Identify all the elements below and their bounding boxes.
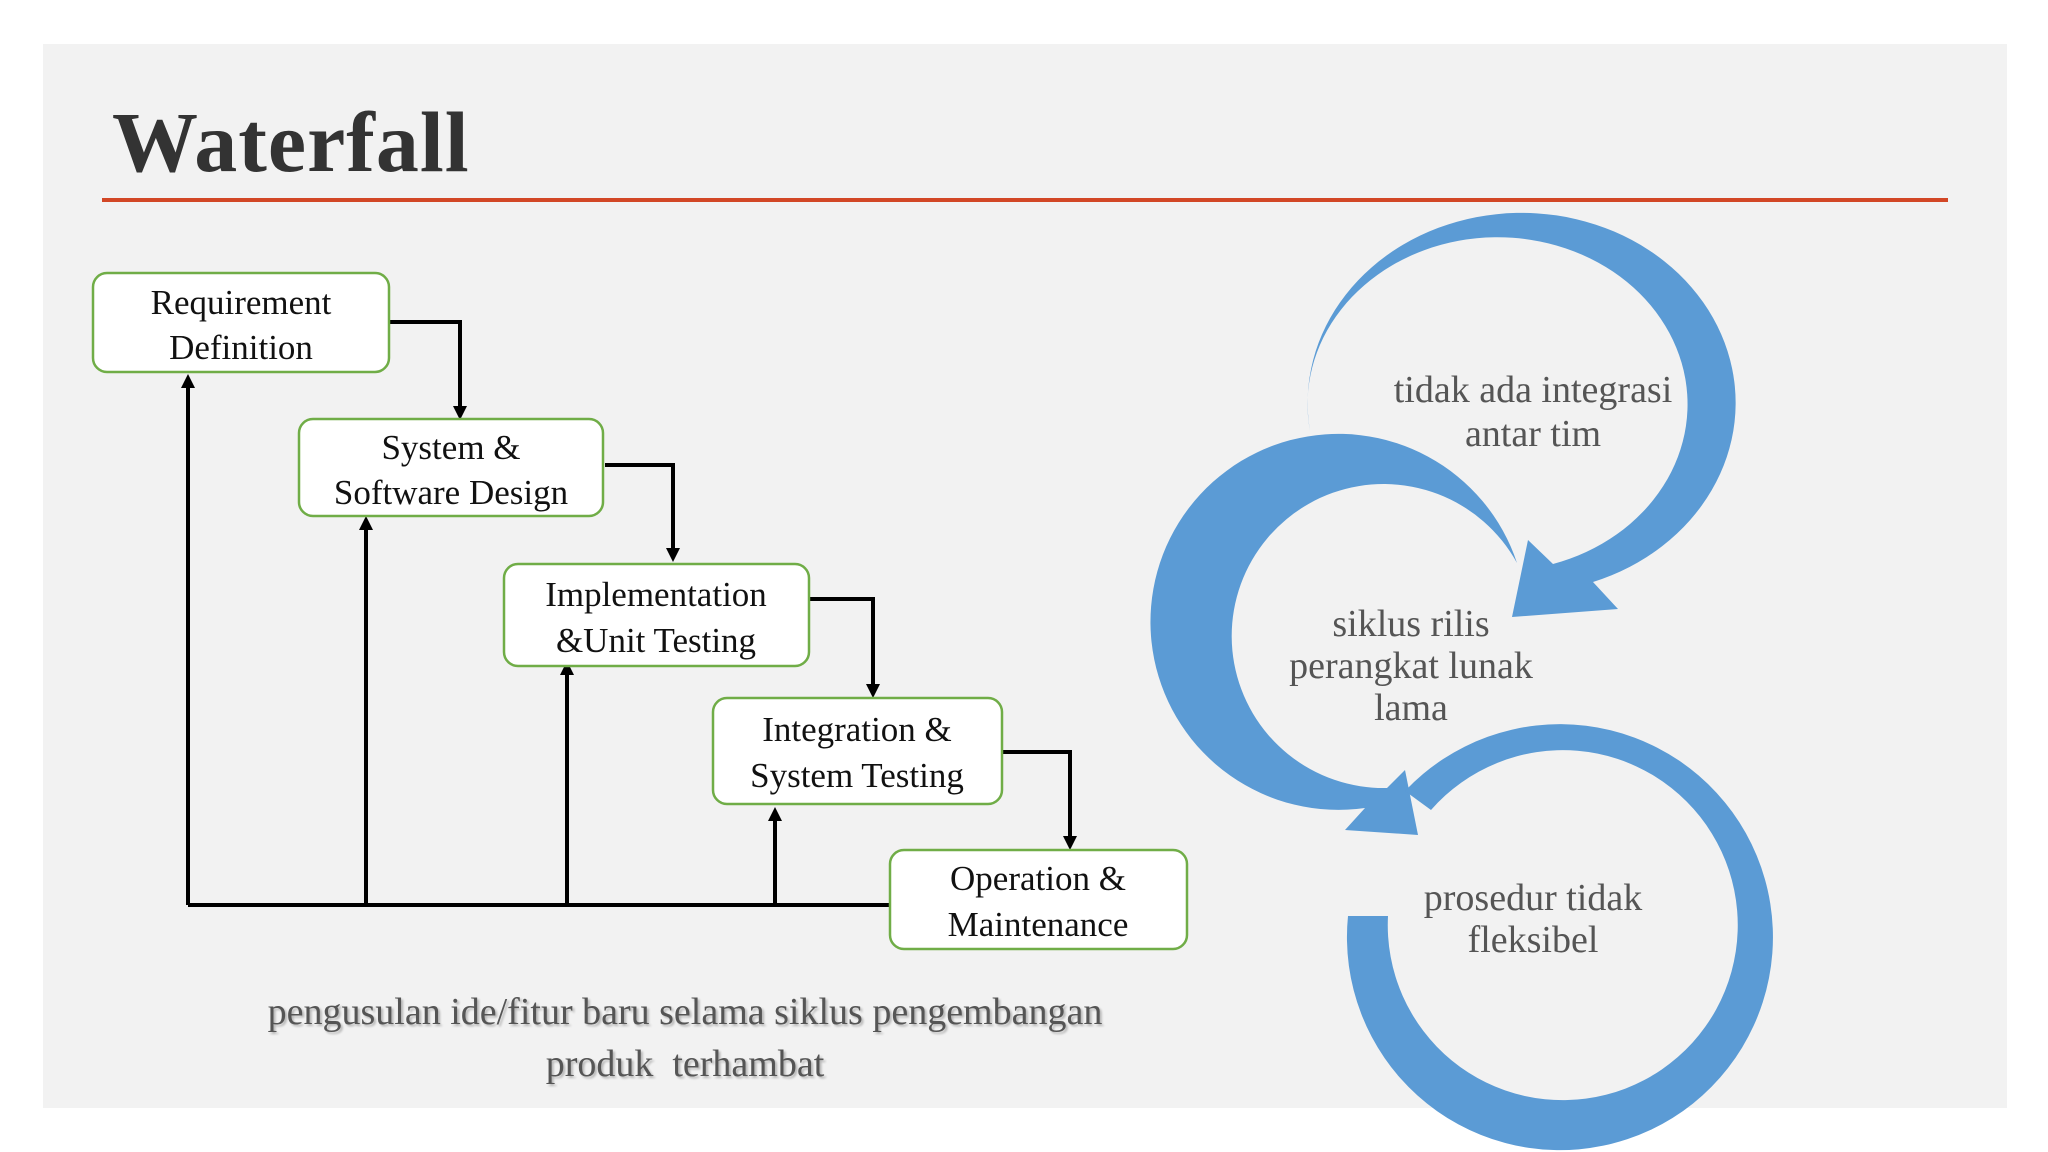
step-label-line2: System Testing: [750, 756, 964, 795]
connector-arrow-1: [390, 320, 462, 408]
arrowhead-down-3: [866, 684, 880, 698]
cycle-arrow-2: [1150, 433, 1548, 835]
step-label-line2: Maintenance: [948, 905, 1129, 944]
step-label-line2: Definition: [169, 328, 313, 367]
slide-title: Waterfall: [112, 94, 470, 190]
step-box-design: System & Software Design: [297, 417, 605, 518]
title-underline: [102, 198, 1948, 202]
cycle-item-3-line2: fleksibel: [1468, 919, 1599, 961]
step-label-line1: Integration &: [762, 710, 952, 749]
cycle-item-1-line1: tidak ada integrasi: [1394, 369, 1673, 411]
cycle-item-2-line3: lama: [1374, 687, 1448, 729]
connector-arrowheads: [453, 406, 1077, 850]
cycle-diagram: tidak ada integrasi antar tim siklus ril…: [1150, 212, 1773, 1151]
step-label-line1: System &: [381, 428, 520, 467]
arrowhead-up-1: [181, 374, 195, 388]
arrowhead-up-3: [560, 661, 574, 675]
step-box-integration: Integration & System Testing: [711, 696, 1004, 806]
step-label-line2: &Unit Testing: [556, 621, 756, 660]
caption: pengusulan ide/fitur baru selama siklus …: [150, 986, 1220, 1090]
cycle-item-2-line2: perangkat lunak: [1289, 645, 1533, 687]
waterfall-connectors: [390, 320, 1072, 838]
step-box-operation: Operation & Maintenance: [888, 848, 1189, 951]
cycle-item-3-line1: prosedur tidak: [1424, 877, 1642, 919]
arrowhead-up-4: [768, 807, 782, 821]
feedback-lines: [186, 385, 892, 907]
step-box-implementation: Implementation &Unit Testing: [502, 562, 811, 668]
cycle-item-1-line2: antar tim: [1465, 413, 1601, 455]
step-label-line1: Implementation: [545, 575, 767, 614]
caption-line1: pengusulan ide/fitur baru selama siklus …: [267, 991, 1103, 1033]
step-label-line1: Operation &: [950, 859, 1126, 898]
step-label-line1: Requirement: [151, 283, 332, 322]
arrowhead-down-2: [666, 548, 680, 562]
connector-arrow-2: [605, 463, 675, 550]
arrowhead-down-1: [453, 406, 467, 420]
feedback-arrowheads: [181, 374, 782, 821]
connector-arrow-3: [810, 597, 875, 686]
connector-arrow-4: [1002, 750, 1072, 838]
caption-line2: produk terhambat: [545, 1043, 825, 1085]
cycle-item-2-line1: siklus rilis: [1332, 603, 1489, 645]
arrowhead-up-2: [359, 516, 373, 530]
step-box-requirement: Requirement Definition: [91, 271, 391, 374]
step-label-line2: Software Design: [334, 473, 568, 512]
arrowhead-down-4: [1063, 836, 1077, 850]
